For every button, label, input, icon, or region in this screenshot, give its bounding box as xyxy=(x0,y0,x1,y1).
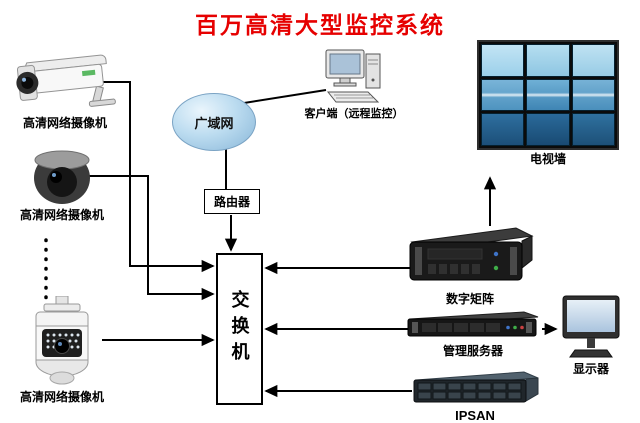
switch-box: 交换机 xyxy=(216,253,263,405)
node-tv-wall: 电视墙 xyxy=(477,40,619,166)
video-wall-screen xyxy=(481,78,525,112)
node-camera-ptz: 高清网络摄像机 xyxy=(4,296,120,404)
router-box: 路由器 xyxy=(204,189,260,214)
video-wall-screen xyxy=(571,113,615,146)
node-camera-dome: 高清网络摄像机 xyxy=(10,146,114,222)
digital-matrix-icon xyxy=(409,227,534,281)
camera-bullet-label: 高清网络摄像机 xyxy=(22,116,107,130)
node-camera-bullet: 高清网络摄像机 xyxy=(6,50,124,130)
video-wall-screen xyxy=(526,44,570,77)
client-label: 客户端（远程监控） xyxy=(304,108,404,120)
matrix-label: 数字矩阵 xyxy=(445,292,494,306)
video-wall-screen xyxy=(571,78,615,112)
node-client: 客户端（远程监控） xyxy=(296,48,412,121)
video-wall-screen xyxy=(481,113,525,146)
switch-label: 交换机 xyxy=(229,290,250,368)
rack-server-icon xyxy=(407,311,539,337)
dome-camera-icon xyxy=(34,150,90,204)
monitor-icon xyxy=(562,295,620,358)
monitor-label: 显示器 xyxy=(572,362,609,376)
video-wall-screen xyxy=(526,78,570,112)
video-wall-screen xyxy=(526,113,570,146)
bullet-camera-icon xyxy=(16,54,116,107)
mgmt-server-label: 管理服务器 xyxy=(442,344,503,358)
tv-wall-label: 电视墙 xyxy=(529,152,566,166)
router-label: 路由器 xyxy=(213,195,250,209)
video-wall-icon xyxy=(477,40,619,150)
node-mgmt-server: 管理服务器 xyxy=(404,310,542,358)
node-matrix: 数字矩阵 xyxy=(404,224,536,306)
video-wall-screen xyxy=(481,44,525,77)
wan-label: 广域网 xyxy=(194,115,234,131)
node-ipsan: IPSAN xyxy=(408,370,542,423)
diagram-title: 百万高清大型监控系统 xyxy=(195,12,445,38)
camera-ptz-label: 高清网络摄像机 xyxy=(19,390,104,404)
wan-cloud: 广域网 xyxy=(172,93,256,151)
ptz-camera-icon xyxy=(35,296,89,385)
node-monitor: 显示器 xyxy=(560,294,622,376)
ipsan-label: IPSAN xyxy=(455,408,495,423)
desktop-computer-icon xyxy=(325,49,381,103)
video-wall-screen xyxy=(571,44,615,77)
camera-dome-label: 高清网络摄像机 xyxy=(19,208,104,222)
storage-array-icon xyxy=(413,371,539,403)
